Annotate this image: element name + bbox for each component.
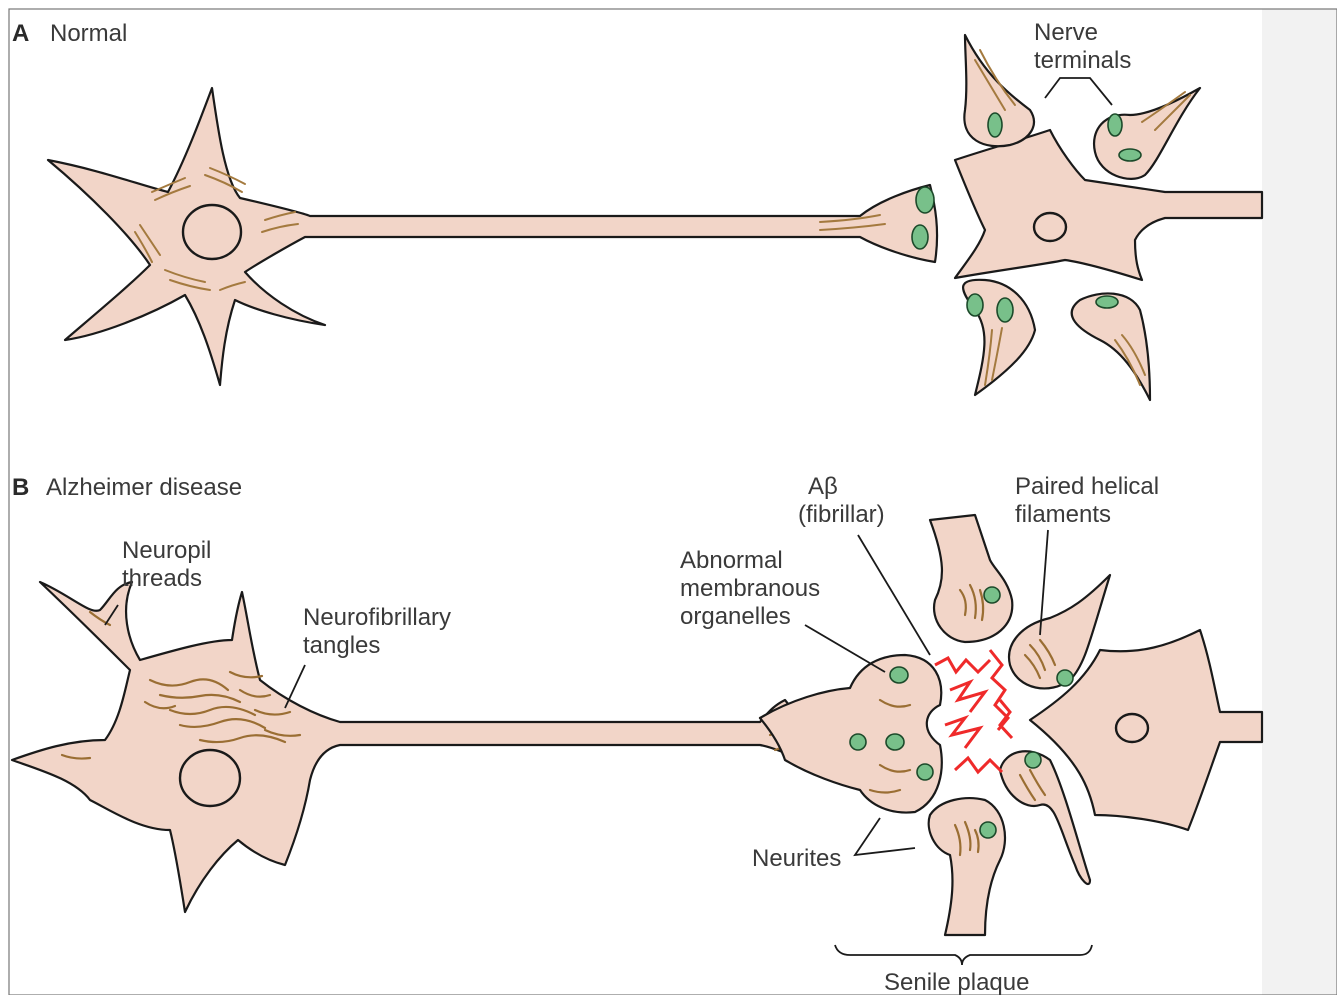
alzheimer-target-nucleus: [1116, 714, 1148, 742]
neurites-label: Neurites: [752, 845, 841, 872]
target-nucleus: [1034, 213, 1066, 241]
alzheimer-nucleus: [180, 750, 240, 806]
panel-b-letter: B: [12, 474, 29, 501]
panel-b-title: Alzheimer disease: [46, 474, 242, 501]
senile-plaque-label: Senile plaque: [884, 969, 1029, 995]
side-panel: [1262, 9, 1337, 995]
normal-nucleus: [183, 205, 241, 259]
panel-a-letter: A: [12, 20, 29, 47]
panel-a-title: Normal: [50, 20, 127, 47]
